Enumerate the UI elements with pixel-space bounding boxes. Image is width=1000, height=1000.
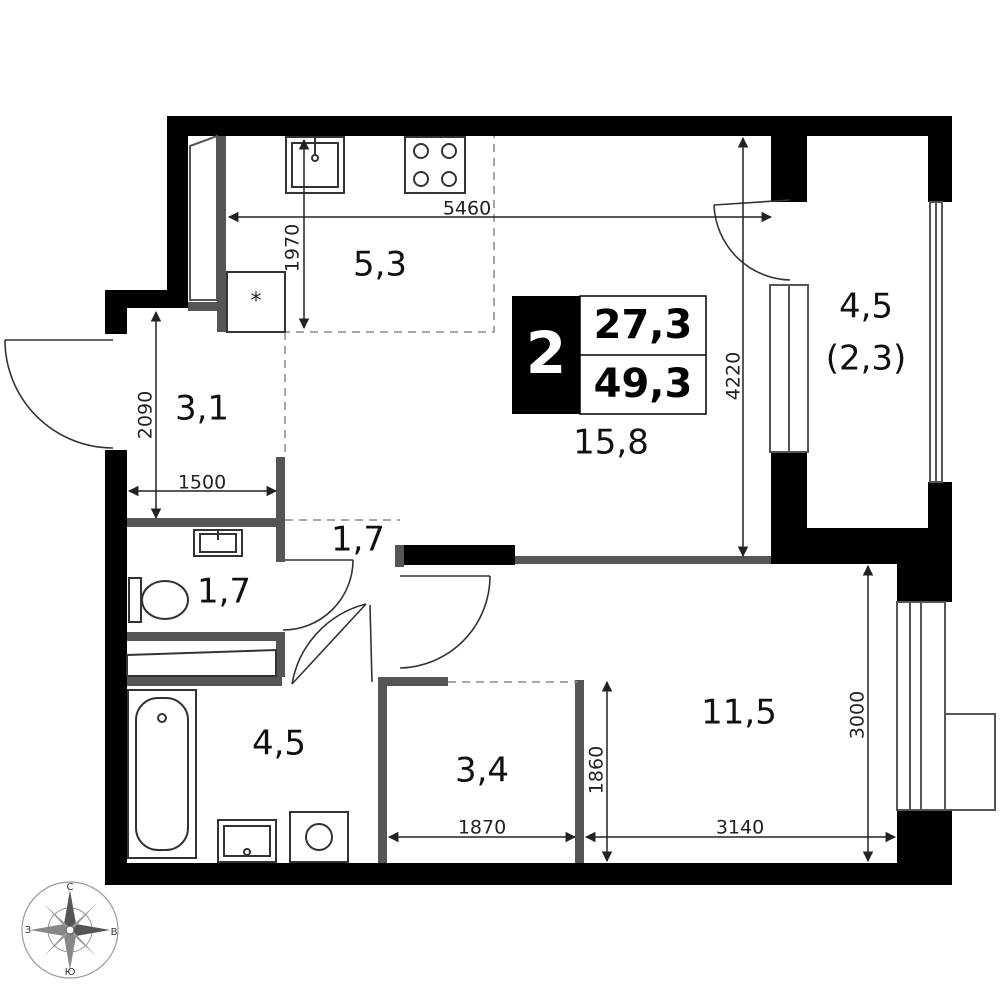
svg-text:*: * <box>251 289 262 314</box>
dim-hall-width: 1500 <box>178 472 226 494</box>
badge-room-count: 2 <box>526 319 566 387</box>
room-balcony-area: 4,5 <box>839 287 893 327</box>
room-wc-area: 1,7 <box>197 572 251 612</box>
windows <box>189 134 996 811</box>
compass-south-label: Ю <box>65 967 76 978</box>
toilet <box>128 577 189 623</box>
wc-sink <box>193 529 243 557</box>
room-bath-area: 4,5 <box>252 724 306 764</box>
partitions <box>127 136 771 863</box>
dim-kitchen-width: 5460 <box>443 198 491 220</box>
compass-west-label: З <box>25 925 31 936</box>
exterior-walls <box>105 116 952 885</box>
dim-closet-width: 1870 <box>458 817 506 839</box>
bathtub <box>127 689 197 859</box>
fixtures: * <box>126 136 466 863</box>
room-closet-area: 3,4 <box>455 751 509 791</box>
bath-shelf <box>126 648 277 677</box>
room-living-area: 15,8 <box>573 423 649 463</box>
dim-hall-height: 2090 <box>135 391 157 439</box>
room-hall-area: 3,1 <box>175 389 229 429</box>
room-bedroom-area: 11,5 <box>701 693 777 733</box>
room-kitchen-area: 5,3 <box>353 245 407 285</box>
room-corridor-area: 1,7 <box>331 520 385 560</box>
washing-machine <box>289 811 349 863</box>
badge-total-area: 49,3 <box>594 361 693 407</box>
compass-east-label: В <box>111 927 118 938</box>
dim-bedroom-width: 3140 <box>716 817 764 839</box>
dim-bedroom-height: 3000 <box>847 691 869 739</box>
zone-lines <box>226 136 578 683</box>
bath-sink <box>217 819 277 863</box>
cooktop <box>404 136 466 194</box>
dimension-lines <box>127 136 897 863</box>
compass-north-label: С <box>67 882 74 893</box>
compass-rose: С З В Ю <box>21 881 119 979</box>
kitchen-sink <box>285 136 345 194</box>
dim-living-height: 4220 <box>723 352 745 400</box>
apartment-badge: 2 27,3 49,3 <box>512 295 707 415</box>
room-balcony-reduced-area: (2,3) <box>826 339 907 379</box>
badge-living-area: 27,3 <box>594 302 693 348</box>
dim-kitchen-depth: 1970 <box>282 224 304 272</box>
ventilation-shaft: * <box>226 271 286 333</box>
dim-closet-height: 1860 <box>586 746 608 794</box>
doors <box>4 199 791 685</box>
